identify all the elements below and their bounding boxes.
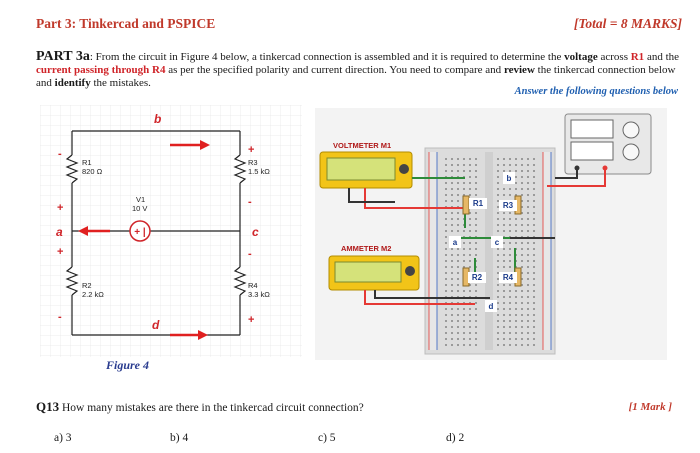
v1-name: V1 bbox=[136, 195, 145, 204]
board-label-r4: R4 bbox=[503, 273, 514, 282]
compare-text: compare and bbox=[444, 64, 504, 76]
node-label-a: a bbox=[56, 225, 63, 239]
board-label-r1: R1 bbox=[473, 199, 484, 208]
question-text: How many mistakes are there in the tinke… bbox=[62, 402, 364, 414]
and-text: and the bbox=[644, 51, 680, 63]
power-supply bbox=[564, 113, 652, 175]
r1-plus: + bbox=[57, 202, 63, 214]
r1-minus: - bbox=[58, 148, 62, 160]
question-number: Q13 bbox=[36, 399, 60, 414]
option-a[interactable]: a) 3 bbox=[54, 432, 72, 444]
board-label-c: c bbox=[495, 238, 500, 247]
identify-word: identify bbox=[54, 77, 91, 89]
figure-caption: Figure 4 bbox=[106, 358, 150, 372]
voltage-source-v1 bbox=[129, 220, 151, 242]
answer-note: Answer the following questions below bbox=[514, 86, 678, 97]
intro-text: : From the circuit in Figure 4 below, a … bbox=[89, 51, 562, 63]
r2-name: R2 bbox=[82, 281, 92, 290]
r3-value: 1.5 kΩ bbox=[248, 167, 270, 176]
r4-plus: + bbox=[248, 314, 254, 326]
ammeter-label: AMMETER M2 bbox=[341, 244, 391, 253]
r2-minus: - bbox=[58, 311, 62, 323]
part-label: PART 3a bbox=[36, 49, 90, 64]
question-13: Q13 How many mistakes are there in the t… bbox=[36, 399, 364, 415]
board-label-r2: R2 bbox=[472, 273, 483, 282]
current-phrase: current passing through R4 bbox=[36, 64, 166, 76]
board-label-d: d bbox=[489, 302, 494, 311]
r3-name: R3 bbox=[248, 158, 258, 167]
r4-value: 3.3 kΩ bbox=[248, 290, 270, 299]
ammeter-m2 bbox=[328, 255, 420, 291]
current-arrows bbox=[78, 140, 210, 340]
review-word: review bbox=[503, 64, 535, 76]
r1-name: R1 bbox=[82, 158, 92, 167]
v1-value: 10 V bbox=[132, 204, 147, 213]
total-marks: [Total = 8 MARKS] bbox=[573, 16, 682, 31]
node-label-d: d bbox=[152, 318, 160, 332]
board-label-a: a bbox=[453, 238, 458, 247]
voltmeter-m1 bbox=[319, 151, 413, 189]
section-title: Part 3: Tinkercad and PSPICE bbox=[36, 16, 216, 31]
option-d[interactable]: d) 2 bbox=[446, 432, 465, 444]
board-label-r3: R3 bbox=[503, 201, 514, 210]
compare-mid-text: the tinkercad connection below and bbox=[36, 64, 676, 89]
across-text: across bbox=[597, 51, 631, 63]
tinkercad-view: VOLTMETER M1 AMMETER M2 b R1 R3 bbox=[315, 108, 667, 360]
part-3a-paragraph: PART 3a: From the circuit in Figure 4 be… bbox=[36, 50, 686, 90]
r1-value: 820 Ω bbox=[82, 167, 103, 176]
r3-plus: + bbox=[248, 144, 254, 156]
mistakes-text: the mistakes. bbox=[90, 77, 151, 89]
source-symbol: + | bbox=[134, 227, 146, 238]
node-label-c: c bbox=[252, 225, 259, 239]
r3-minus: - bbox=[248, 196, 252, 208]
option-b[interactable]: b) 4 bbox=[170, 432, 189, 444]
r4-minus: - bbox=[248, 248, 252, 260]
r4-name: R4 bbox=[248, 281, 258, 290]
node-label-b: b bbox=[154, 112, 161, 126]
figure4-schematic: + | b a c d - + + - + - - + R1 820 Ω R3 … bbox=[40, 105, 302, 357]
r2-value: 2.2 kΩ bbox=[82, 290, 104, 299]
voltmeter-label: VOLTMETER M1 bbox=[333, 141, 391, 150]
voltage-word: voltage bbox=[564, 51, 598, 63]
r1-word: R1 bbox=[630, 51, 645, 63]
r2-plus: + bbox=[57, 246, 63, 258]
rest-text: as per the specified polarity and curren… bbox=[165, 64, 442, 76]
option-c[interactable]: c) 5 bbox=[318, 432, 336, 444]
board-label-b: b bbox=[507, 174, 512, 183]
question-mark: [1 Mark ] bbox=[628, 401, 672, 413]
